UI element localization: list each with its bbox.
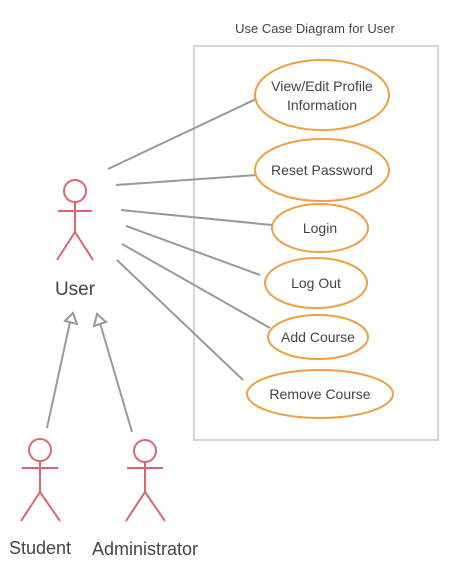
associations	[107, 98, 273, 381]
actor-user-label: User	[55, 279, 96, 300]
use-case-label: View/Edit Profile	[271, 78, 373, 94]
actor-student-label: Student	[9, 538, 71, 558]
use-case-label: Log Out	[291, 275, 341, 291]
use-case-remove-course: Remove Course	[246, 369, 394, 419]
use-case-reset-password: Reset Password	[254, 138, 390, 202]
use-case-label: Add Course	[281, 329, 355, 345]
use-case-add-course: Add Course	[267, 314, 369, 360]
use-case-log-out: Log Out	[264, 257, 368, 309]
actor-administrator-label: Administrator	[92, 539, 198, 559]
generalization-student-arrowhead	[63, 311, 79, 326]
use-case-label: Remove Course	[269, 386, 370, 402]
use-case-view-edit-profile: View/Edit Profile Information	[254, 59, 390, 131]
generalization-administrator-arrowhead	[92, 312, 108, 328]
actor-administrator-figure	[125, 439, 166, 522]
association-remove-course	[116, 259, 244, 381]
diagram-title: Use Case Diagram for User	[235, 21, 395, 36]
association-login	[120, 209, 273, 226]
actor-student-figure	[20, 438, 61, 522]
generalizations	[46, 311, 133, 433]
association-reset-password	[115, 174, 257, 186]
actor-user-figure	[56, 179, 94, 261]
system-boundary	[193, 45, 439, 441]
association-view-edit-profile	[107, 98, 257, 170]
use-case-label: Reset Password	[271, 162, 373, 178]
association-add-course	[121, 243, 271, 329]
use-case-login: Login	[271, 203, 369, 253]
generalization-administrator-line	[99, 322, 133, 433]
association-log-out	[125, 225, 261, 276]
use-case-label: Login	[303, 220, 337, 236]
generalization-student-line	[46, 321, 71, 429]
use-case-label-line2: Information	[287, 97, 357, 113]
